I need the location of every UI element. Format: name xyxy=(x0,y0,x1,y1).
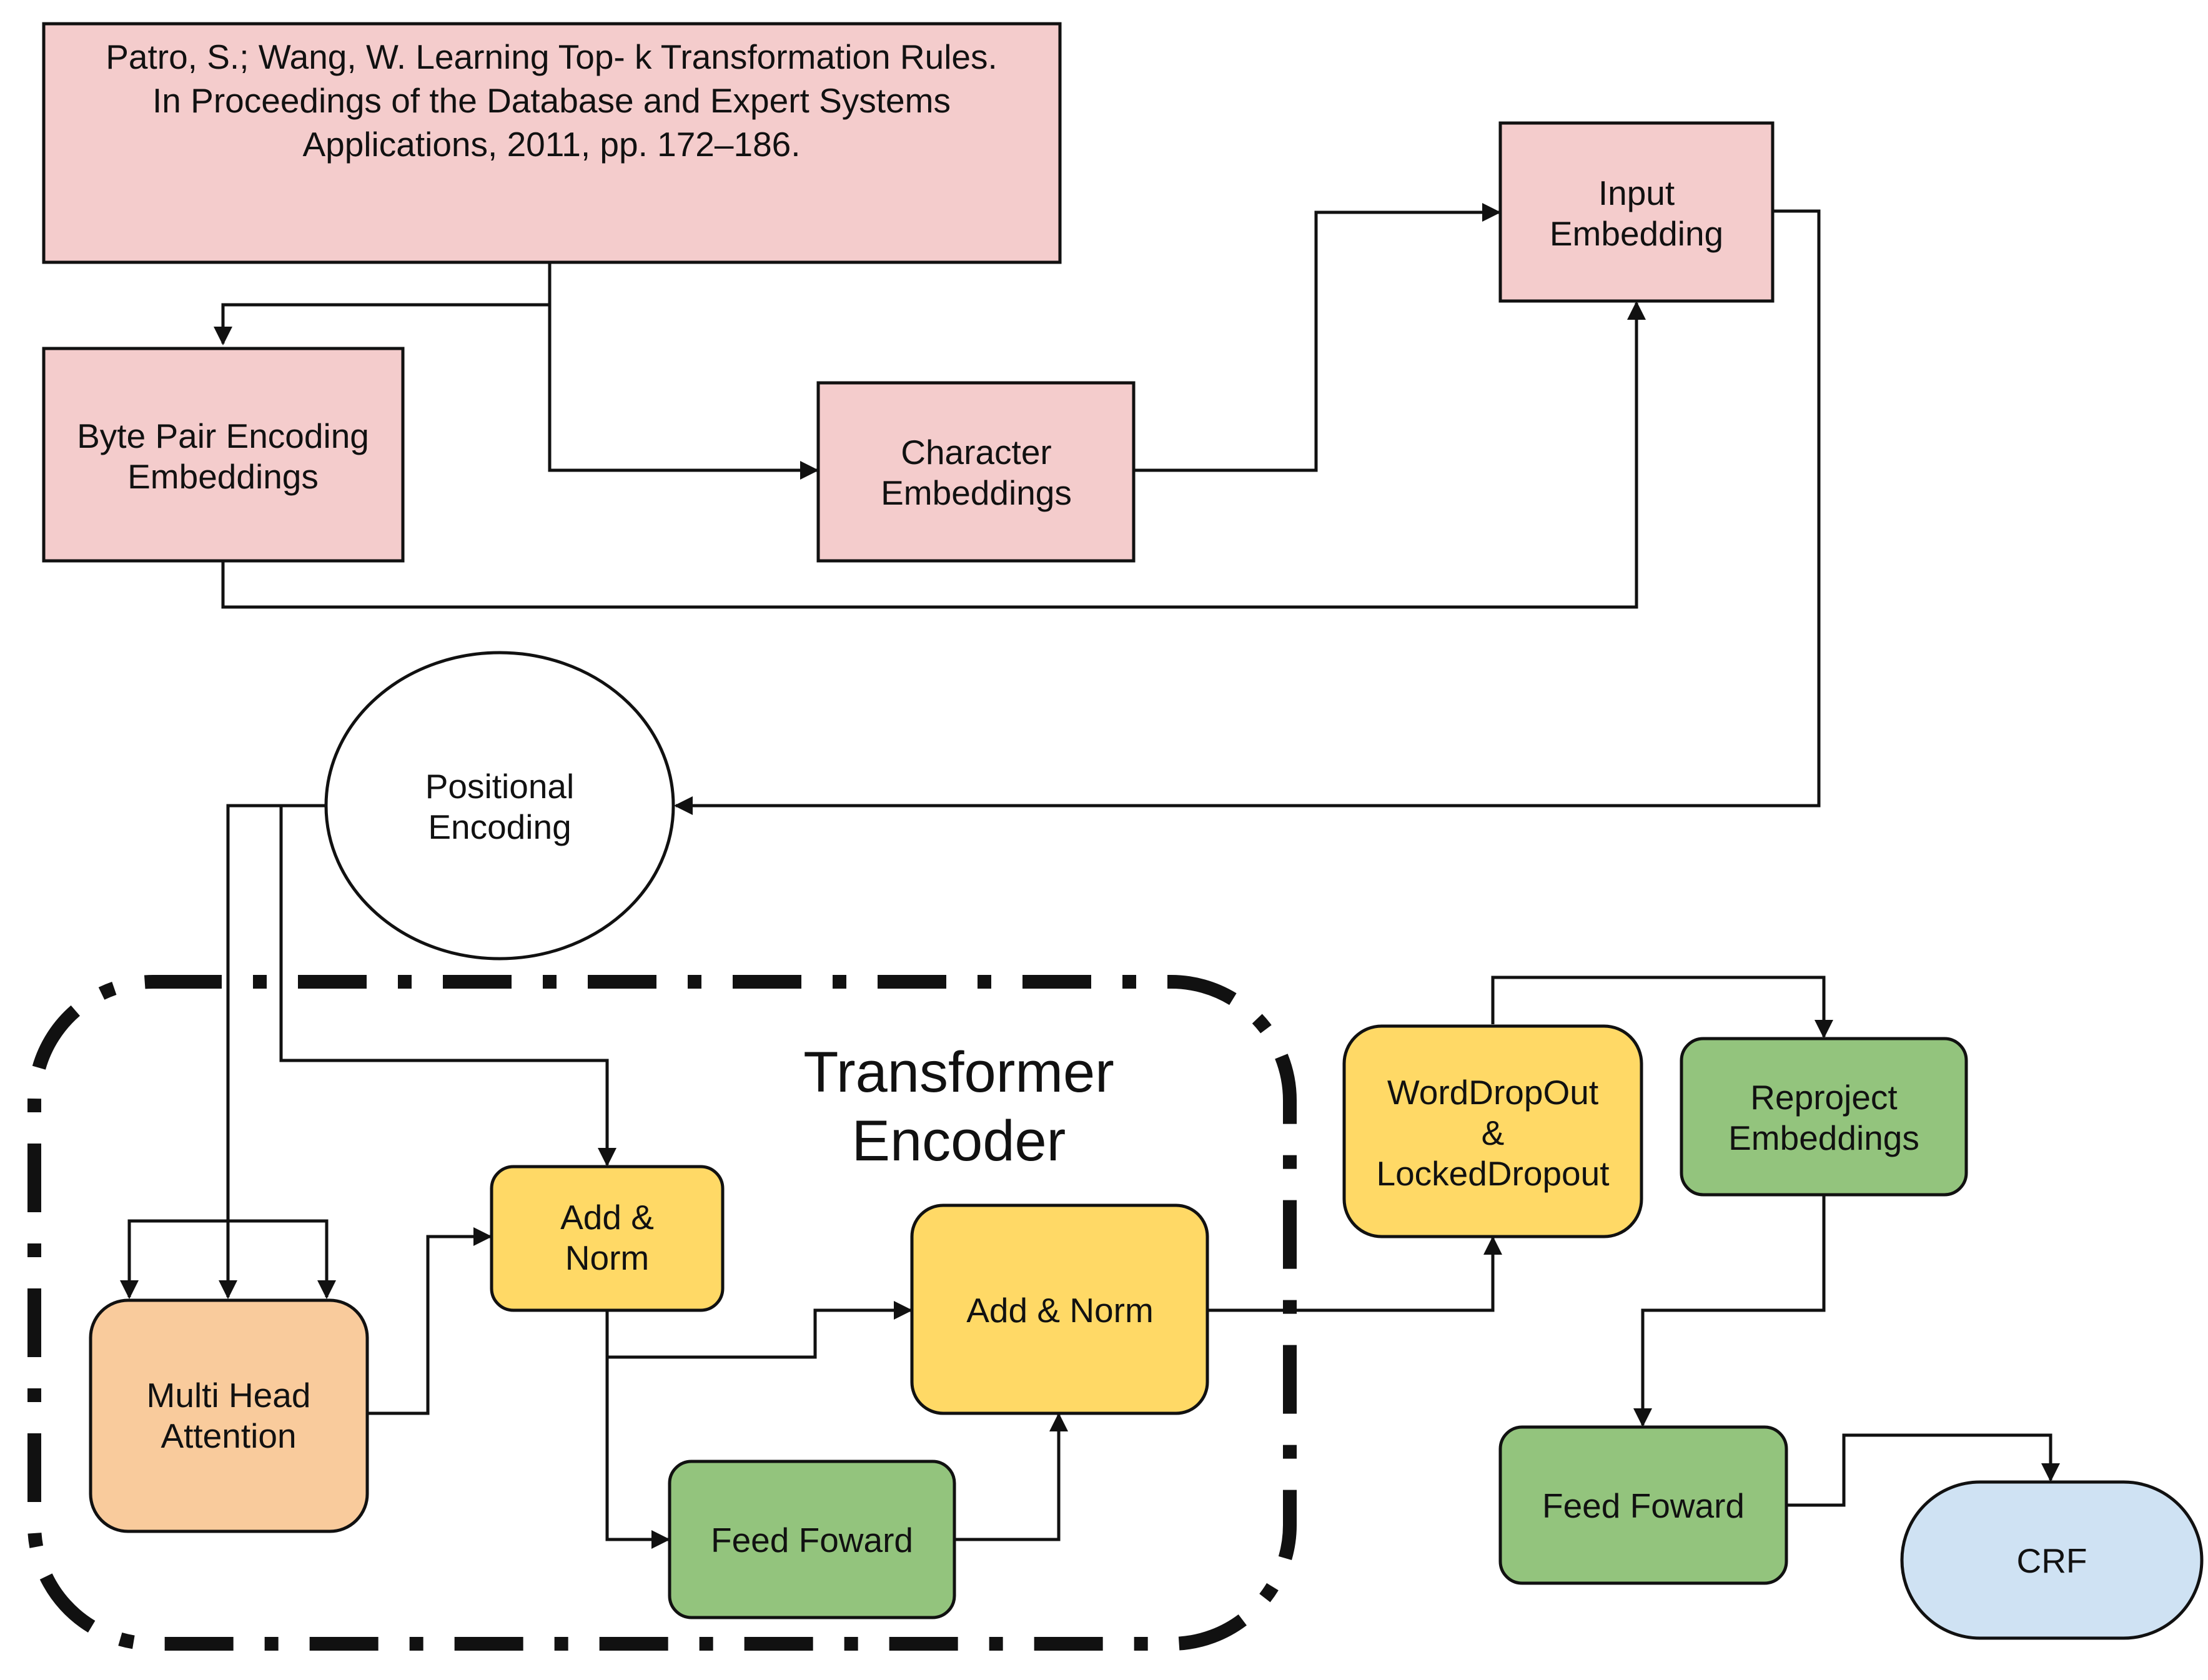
add-norm-2-box: Add & Norm xyxy=(910,1203,1209,1415)
edge-citation-to-bpe xyxy=(214,262,552,345)
byte-pair-encoding-embeddings-box: Byte Pair Encoding Embeddings xyxy=(42,347,405,563)
ff1-label: Feed Foward xyxy=(711,1521,913,1559)
crf-box: CRF xyxy=(1900,1480,2204,1640)
mha-label-line-1: Multi Head xyxy=(147,1376,311,1415)
feed-forward-1-box: Feed Foward xyxy=(668,1460,956,1619)
transformer-encoder-label-line-2: Encoder xyxy=(852,1109,1066,1173)
edge-addnorm2-to-wdo xyxy=(1207,1236,1502,1312)
citation-box: Patro, S.; Wang, W. Learning Top- k Tran… xyxy=(42,22,1062,264)
citation-line-2: In Proceedings of the Database and Exper… xyxy=(152,81,951,120)
edge-addnorm1-to-addnorm2 xyxy=(605,1301,913,1359)
edge-pos-to-mha-center xyxy=(219,804,326,1299)
mha-label-line-2: Attention xyxy=(161,1416,296,1455)
edge-bpe-to-input xyxy=(221,301,1646,609)
citation-line-3: Applications, 2011, pp. 172–186. xyxy=(302,125,800,164)
edge-ff2-to-crf xyxy=(1788,1433,2060,1507)
edge-pos-to-mha-right xyxy=(228,1219,336,1299)
edge-mha-to-addnorm1 xyxy=(369,1227,492,1415)
pos-label-line-1: Positional xyxy=(425,767,574,806)
reproj-label-line-1: Reproject xyxy=(1750,1078,1897,1117)
input-label-line-1: Input xyxy=(1598,174,1675,212)
input-embedding-box: Input Embedding xyxy=(1498,121,1775,303)
edge-wdo-to-reproj xyxy=(1491,976,1833,1039)
edge-reproj-to-ff2 xyxy=(1633,1194,1826,1427)
input-label-line-2: Embedding xyxy=(1550,214,1723,253)
ff2-label: Feed Foward xyxy=(1542,1486,1745,1525)
addnorm1-label-line-1: Add & xyxy=(560,1198,654,1237)
edge-citation-to-char xyxy=(548,305,819,480)
feed-forward-2-box: Feed Foward xyxy=(1498,1425,1788,1585)
pos-label-line-2: Encoding xyxy=(428,808,571,846)
positional-encoding-ellipse: Positional Encoding xyxy=(324,651,675,961)
edge-addnorm1-to-ff1 xyxy=(605,1357,670,1549)
crf-label: CRF xyxy=(2016,1541,2087,1580)
transformer-encoder-group xyxy=(27,975,1297,1651)
reproject-embeddings-box: Reproject Embeddings xyxy=(1680,1037,1968,1197)
transformer-encoder-label: Transformer Encoder xyxy=(803,1040,1114,1173)
char-label-line-1: Character xyxy=(901,433,1051,472)
character-embeddings-box: Character Embeddings xyxy=(816,381,1136,563)
edge-pos-to-mha-left xyxy=(120,1219,228,1299)
transformer-encoder-label-line-1: Transformer xyxy=(803,1040,1114,1104)
wdo-label-line-1: WordDropOut xyxy=(1387,1073,1598,1112)
bpe-label-line-1: Byte Pair Encoding xyxy=(77,417,369,455)
addnorm1-label-line-2: Norm xyxy=(565,1238,649,1277)
char-label-line-2: Embeddings xyxy=(881,473,1072,512)
reproj-label-line-2: Embeddings xyxy=(1728,1119,1919,1157)
edge-pos-to-addnorm1 xyxy=(279,806,616,1167)
wdo-label-line-3: LockedDropout xyxy=(1376,1154,1609,1193)
add-norm-1-box: Add & Norm xyxy=(490,1165,725,1312)
bpe-label-line-2: Embeddings xyxy=(127,457,319,496)
edge-input-to-pos xyxy=(674,209,1821,815)
worddropout-lockeddropout-box: WordDropOut & LockedDropout xyxy=(1342,1024,1643,1238)
edge-char-to-input xyxy=(1134,203,1501,472)
citation-line-1: Patro, S.; Wang, W. Learning Top- k Tran… xyxy=(106,37,998,76)
addnorm2-label: Add & Norm xyxy=(966,1291,1154,1330)
connectors xyxy=(120,203,2060,1549)
edge-ff1-to-addnorm2 xyxy=(954,1413,1068,1541)
wdo-label-line-2: & xyxy=(1482,1114,1505,1152)
multi-head-attention-box: Multi Head Attention xyxy=(89,1298,369,1533)
